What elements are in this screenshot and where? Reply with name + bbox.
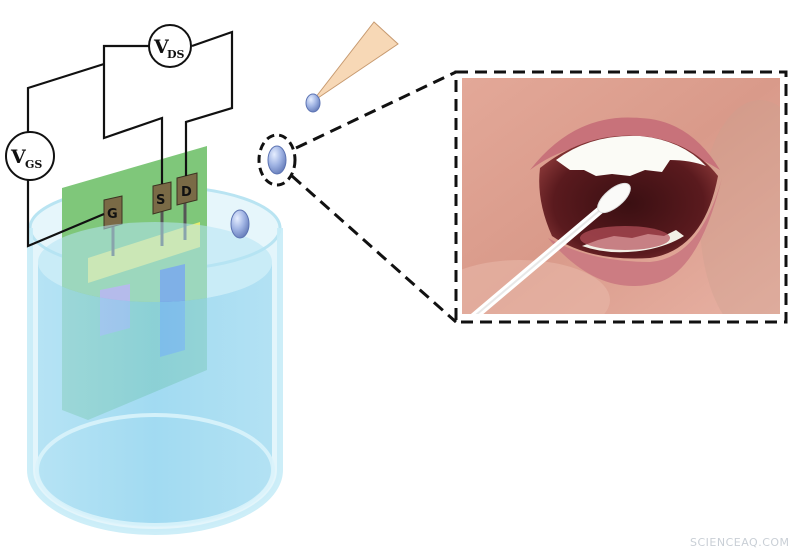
beaker-bottom bbox=[35, 413, 275, 527]
callout-line-bottom bbox=[291, 174, 457, 324]
tongue bbox=[580, 226, 670, 250]
vds-wire-right bbox=[184, 30, 234, 176]
callout-circle bbox=[257, 133, 297, 187]
lower-lip bbox=[548, 178, 722, 287]
watermark: SCIENCEAQ.COM bbox=[690, 536, 790, 549]
pipette-droplet bbox=[305, 93, 321, 113]
vgs-source: V GS bbox=[5, 131, 55, 181]
callout-droplet bbox=[267, 145, 287, 175]
callout-line-top bbox=[295, 70, 457, 150]
drain-label: D bbox=[181, 185, 192, 200]
drain-pin: D bbox=[176, 172, 198, 206]
pipette bbox=[305, 21, 399, 113]
callout bbox=[257, 70, 788, 324]
upper-lip bbox=[530, 117, 720, 170]
vds-source: V DS bbox=[148, 24, 192, 68]
vgs-label: V bbox=[10, 146, 27, 168]
pipette-tip bbox=[311, 21, 399, 103]
liquid-surface bbox=[38, 222, 272, 302]
circuit bbox=[26, 30, 234, 248]
liquid-body bbox=[38, 262, 272, 526]
gate-label: G bbox=[107, 207, 118, 222]
vds-subscript: DS bbox=[167, 48, 185, 61]
source-pin: S bbox=[152, 181, 172, 215]
vds-wire-left bbox=[102, 44, 164, 184]
upper-teeth bbox=[556, 135, 706, 176]
vds-label: V bbox=[153, 36, 170, 58]
vgs-wire-bottom bbox=[26, 180, 105, 248]
swab-head bbox=[597, 182, 631, 214]
vgs-subscript: GS bbox=[25, 158, 42, 171]
source-label: S bbox=[156, 193, 165, 208]
liquid bbox=[27, 222, 283, 535]
droplet-in-beaker bbox=[230, 209, 250, 239]
mouth-swab-photo bbox=[462, 78, 780, 314]
beaker-front-wall bbox=[27, 228, 283, 535]
callout-frame bbox=[454, 70, 788, 324]
vgs-wire-top bbox=[26, 62, 105, 132]
